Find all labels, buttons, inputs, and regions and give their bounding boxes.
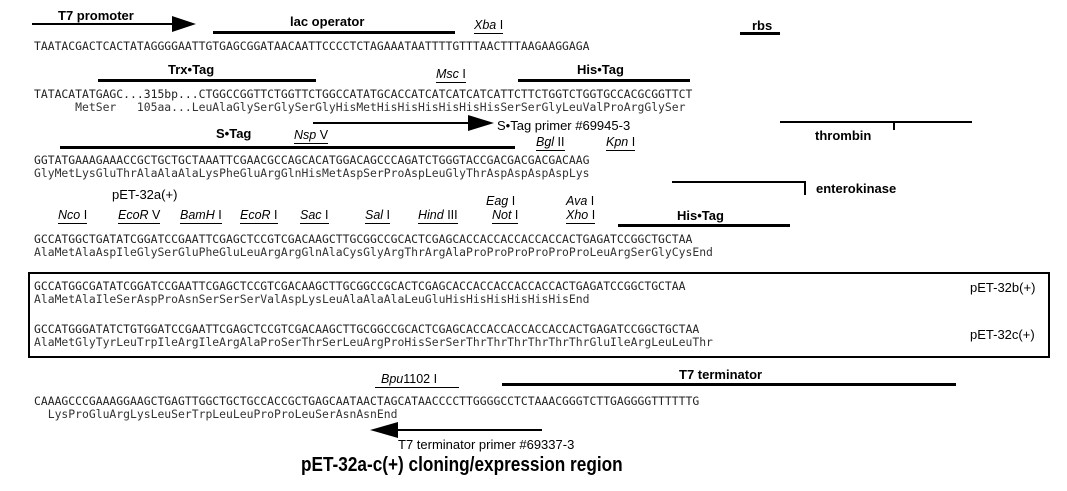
ava-i-site: Ava I <box>566 194 595 208</box>
enterokinase-cleavage-tick <box>804 181 806 195</box>
sequence-line-5-protein: AlaMetAlaIleSerAspProAsnSerSerSerValAspL… <box>34 292 590 306</box>
t7-promoter-label: T7 promoter <box>58 8 134 23</box>
trx-tag-label: Trx•Tag <box>168 62 215 77</box>
s-tag-primer-arrowhead <box>468 115 494 131</box>
sequence-line-2-protein: MetSer 105aa...LeuAlaGlySerGlySerGlyHisM… <box>34 100 686 114</box>
nsp-v-site: Nsp V <box>294 128 329 144</box>
lac-operator-bar <box>213 31 455 34</box>
xba-i-site: Xba I <box>474 18 504 34</box>
eag-i-site: Eag I <box>486 194 516 208</box>
his-tag-1-bar <box>518 79 690 82</box>
rbs-bar <box>740 32 780 35</box>
sac-i-site: Sac I <box>300 208 329 224</box>
bpu1102-site-underline <box>375 387 459 388</box>
msc-i-site: Msc I <box>436 67 466 83</box>
t7-terminator-bar <box>502 383 956 386</box>
ecor-i-site: EcoR I <box>240 208 278 224</box>
enterokinase-bar <box>672 181 806 183</box>
sal-i-site: Sal I <box>365 208 391 224</box>
s-tag-label: S•Tag <box>216 126 252 141</box>
xho-i-site: Xho I <box>566 208 596 224</box>
t7-terminator-primer-label: T7 terminator primer #69337-3 <box>398 437 575 452</box>
sequence-line-4-dna: GCCATGGCTGATATCGGATCCGAATTCGAGCTCCGTCGAC… <box>34 232 693 246</box>
not-i-site: Not I <box>492 208 519 224</box>
sequence-line-7-protein: LysProGluArgLysLeuSerTrpLeuLeuProProLeuS… <box>34 407 398 421</box>
pet-32b-label: pET-32b(+) <box>970 280 1036 295</box>
bpu1102-i-site: Bpu1102 I <box>381 372 438 386</box>
rbs-label: rbs <box>752 18 773 33</box>
sequence-line-6-protein: AlaMetGlyTyrLeuTrpIleArgIleArgAlaProSerT… <box>34 335 713 349</box>
nco-i-site: Nco I <box>58 208 88 224</box>
lac-operator-label: lac operator <box>290 14 365 29</box>
thrombin-bar <box>780 121 972 123</box>
t7-terminator-primer-arrowhead <box>370 422 398 438</box>
sequence-line-2-dna: TATACATATGAGC...315bp...CTGGCCGGTTCTGGTT… <box>34 87 693 101</box>
bamh-i-site: BamH I <box>180 208 222 224</box>
his-tag-1-label: His•Tag <box>577 62 624 77</box>
trx-tag-bar <box>98 79 316 82</box>
enterokinase-label: enterokinase <box>816 181 897 196</box>
pet-32b-c-box <box>28 272 1050 358</box>
his-tag-2-bar <box>618 224 790 227</box>
thrombin-label: thrombin <box>815 128 872 143</box>
sequence-line-5-dna: GCCATGGCGATATCGGATCCGAATTCGAGCTCCGTCGACA… <box>34 279 686 293</box>
pet-32c-label: pET-32c(+) <box>970 327 1035 342</box>
his-tag-2-label: His•Tag <box>677 208 724 223</box>
pet-32a-label: pET-32a(+) <box>112 187 178 202</box>
t7-terminator-label: T7 terminator <box>679 367 763 382</box>
hind-iii-site: Hind III <box>418 208 458 224</box>
figure-caption: pET-32a-c(+) cloning/expression region <box>301 454 623 476</box>
kpn-i-site: Kpn I <box>606 135 636 151</box>
bgl-ii-site: Bgl II <box>536 135 565 151</box>
sequence-line-7-dna: CAAAGCCCGAAAGGAAGCTGAGTTGGCTGCTGCCACCGCT… <box>34 394 700 408</box>
t7-promoter-arrowhead <box>172 16 196 32</box>
ecor-v-site: EcoR V <box>118 208 161 224</box>
sequence-line-3-protein: GlyMetLysGluThrAlaAlaAlaLysPheGluArgGlnH… <box>34 166 590 180</box>
t7-promoter-arrow-shaft <box>32 23 180 25</box>
s-tag-bar <box>60 146 515 149</box>
thrombin-cleavage-tick <box>893 121 895 130</box>
s-tag-primer-label: S•Tag primer #69945-3 <box>497 118 631 133</box>
sequence-line-4-protein: AlaMetAlaAspIleGlySerGluPheGluLeuArgArgG… <box>34 245 713 259</box>
sequence-line-6-dna: GCCATGGGATATCTGTGGATCCGAATTCGAGCTCCGTCGA… <box>34 322 700 336</box>
sequence-line-1-dna: TAATACGACTCACTATAGGGGAATTGTGAGCGGATAACAA… <box>34 39 590 53</box>
sequence-line-3-dna: GGTATGAAAGAAACCGCTGCTGCTAAATTCGAACGCCAGC… <box>34 153 590 167</box>
